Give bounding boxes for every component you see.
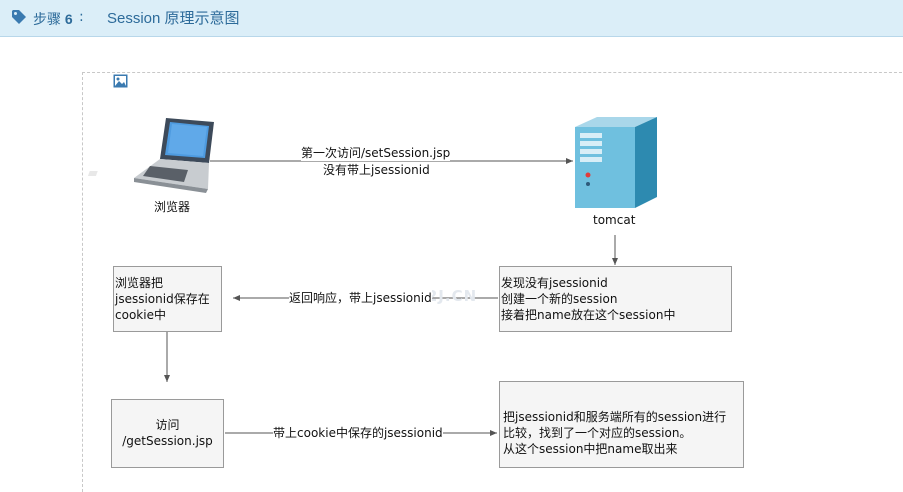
match-box-line: 从这个session中把name取出来 — [503, 442, 678, 456]
server-box-line: 接着把name放在这个session中 — [501, 308, 676, 322]
server-label: tomcat — [593, 213, 636, 227]
step-number: 6 — [64, 11, 73, 27]
visit-box: 访问 /getSession.jsp — [111, 399, 224, 468]
laptop-icon — [87, 118, 214, 193]
figure-frame — [82, 72, 903, 492]
session-match-box: 把jsessionid和服务端所有的session进行 比较，找到了一个对应的s… — [499, 381, 744, 468]
server-box-line: 创建一个新的session — [501, 292, 618, 306]
visit-box-line: /getSession.jsp — [122, 434, 213, 448]
step-separator: : — [79, 9, 84, 25]
step-header: 步骤 6 : Session 原理示意图 — [0, 0, 903, 37]
browser-box-line: jsessionid保存在 — [115, 292, 210, 306]
arrow-request-label-2: 没有带上jsessionid — [323, 163, 430, 177]
browser-box-line: cookie中 — [115, 308, 166, 322]
match-box-line: 把jsessionid和服务端所有的session进行 — [503, 410, 727, 424]
step-title: Session 原理示意图 — [107, 10, 240, 27]
server-process-box: 发现没有jsessionid 创建一个新的session 接着把name放在这个… — [499, 266, 732, 332]
browser-box-line: 浏览器把 — [115, 276, 164, 290]
browser-label: 浏览器 — [154, 200, 191, 214]
tag-icon — [12, 10, 26, 24]
diagram-canvas — [87, 117, 657, 436]
step-label: 步骤 6 — [33, 11, 73, 27]
browser-store-box: 浏览器把 jsessionid保存在 cookie中 — [113, 266, 222, 332]
match-box-line: 比较，找到了一个对应的session。 — [503, 426, 692, 440]
server-box-line: 发现没有jsessionid — [501, 276, 608, 290]
arrow-second-request-label: 带上cookie中保存的jsessionid — [273, 425, 443, 441]
arrow-response-label: 返回响应，带上jsessionid — [289, 290, 432, 306]
visit-box-line: 访问 — [155, 418, 180, 432]
arrow-request-label-1: 第一次访问/setSession.jsp — [301, 145, 451, 161]
image-icon — [113, 74, 128, 88]
server-icon — [575, 117, 657, 208]
